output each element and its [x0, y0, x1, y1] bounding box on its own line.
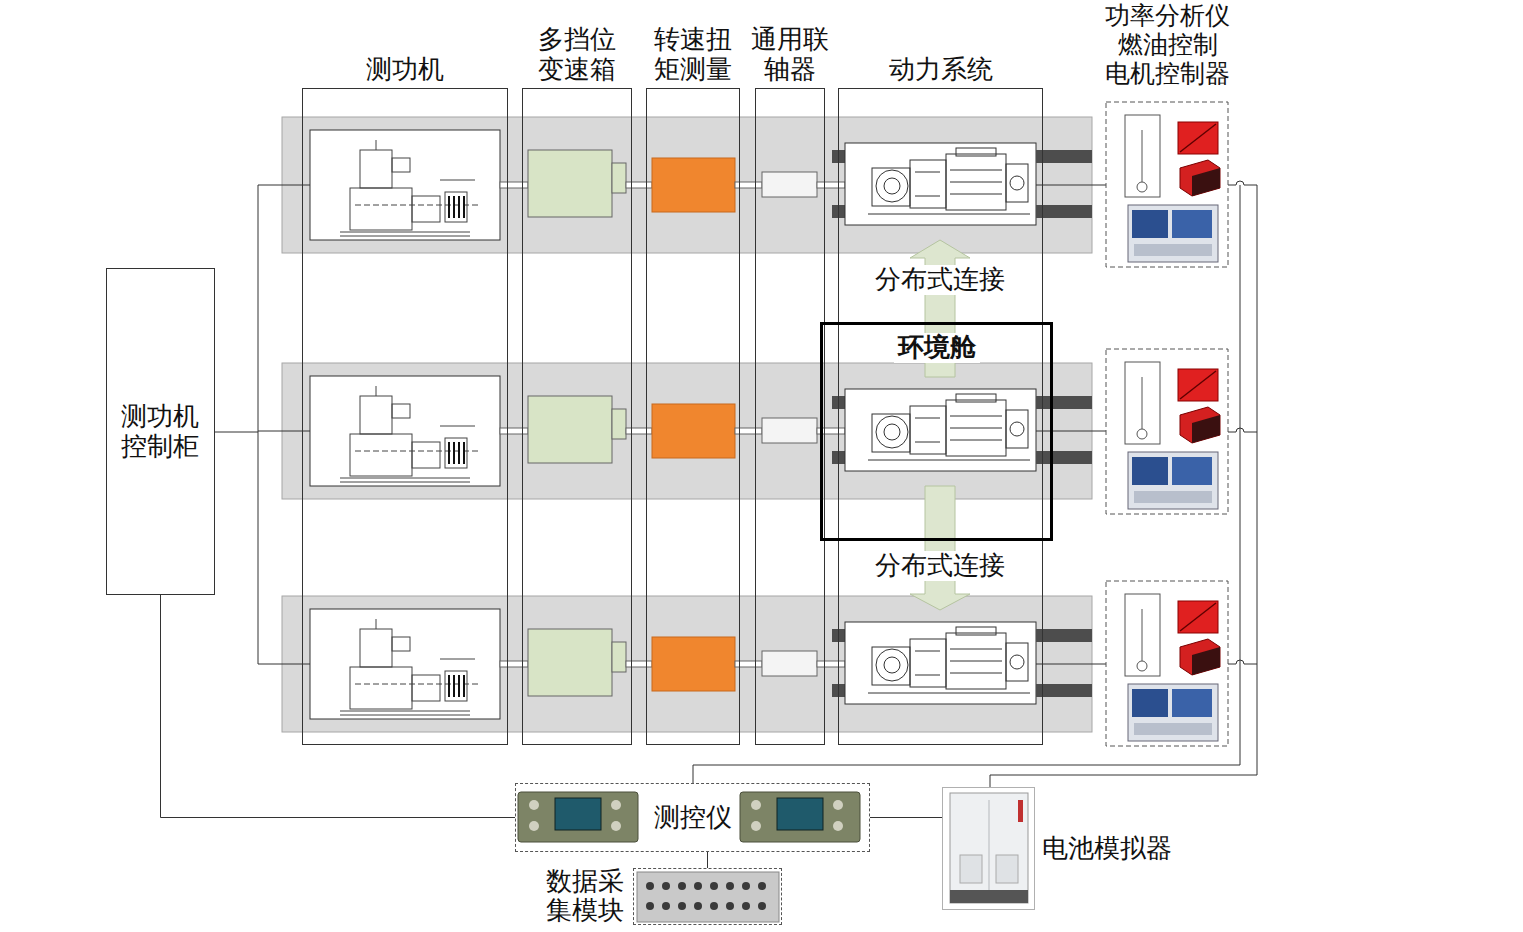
measurement-box: 测控仪: [515, 783, 870, 852]
battery-simulator-cabinet: [950, 793, 1028, 903]
controller-group: [1106, 102, 1257, 267]
distributed-arrow: [910, 486, 970, 610]
cabinet-base: [950, 890, 1028, 903]
data-acquisition-module: [637, 872, 779, 922]
column-heading: 功率分析仪 燃油控制 电机控制器: [1100, 2, 1235, 88]
cabinet-door: [989, 800, 990, 890]
node-text: 测功机控制柜: [118, 402, 204, 462]
node-text: 多挡位变速箱: [534, 25, 620, 85]
socket: [726, 902, 734, 910]
node-text: 环境舱: [894, 333, 980, 363]
socket: [678, 882, 686, 890]
control-wire: [215, 432, 258, 433]
socket: [694, 882, 702, 890]
node-text: 测功机: [366, 55, 444, 85]
socket: [710, 882, 718, 890]
controller-group: [1106, 349, 1257, 514]
battery-simulator-box: 电池模拟器: [942, 787, 1035, 910]
coupling-column: 通用联轴器: [755, 88, 825, 745]
node-text: 数据采集模块: [542, 867, 628, 927]
node-text: 电池模拟器: [1042, 834, 1172, 864]
bus-wire: [990, 185, 1257, 787]
socket: [678, 902, 686, 910]
node-text: 动力系统: [889, 55, 993, 85]
gearbox-column: 多挡位变速箱: [522, 88, 632, 745]
socket: [742, 902, 750, 910]
cabinet-vent: [996, 855, 1018, 883]
measurement-device: [740, 792, 860, 842]
socket: [742, 882, 750, 890]
torque-column: 转速扭矩测量: [646, 88, 740, 745]
connector: [161, 595, 516, 818]
test-bench-row: [258, 363, 1106, 499]
data-acquisition-box: 数据采集模块: [633, 868, 782, 925]
socket: [662, 902, 670, 910]
connector: [707, 852, 708, 868]
cabinet-body: [950, 793, 1028, 903]
dynamometer-column: 测功机: [302, 88, 508, 745]
controller-group: [1106, 581, 1257, 746]
test-bench-row: [258, 596, 1106, 732]
node-text: 测控仪: [654, 803, 732, 833]
powertrain-column: 动力系统: [838, 88, 1043, 745]
socket: [694, 902, 702, 910]
socket: [646, 882, 654, 890]
socket: [662, 882, 670, 890]
test-bench-row: [258, 117, 1106, 253]
cabinet-strip: [1018, 800, 1023, 822]
socket: [710, 902, 718, 910]
module-sockets: [646, 882, 766, 910]
socket: [726, 882, 734, 890]
connection-label: 分布式连接: [871, 265, 1009, 295]
node-text: 通用联轴器: [747, 25, 833, 85]
bus-wire: [693, 185, 1240, 783]
socket: [758, 882, 766, 890]
connector: [870, 817, 942, 818]
environment-chamber: 环境舱: [820, 322, 1053, 541]
connection-label: 分布式连接: [871, 551, 1009, 581]
cabinet-vent: [960, 855, 982, 883]
control-cabinet-box: 测功机控制柜: [106, 268, 215, 595]
module-body: [637, 872, 779, 922]
node-text: 转速扭矩测量: [650, 25, 736, 85]
socket: [758, 902, 766, 910]
socket: [646, 902, 654, 910]
control-wire: [258, 185, 259, 664]
measurement-device: [518, 792, 638, 842]
